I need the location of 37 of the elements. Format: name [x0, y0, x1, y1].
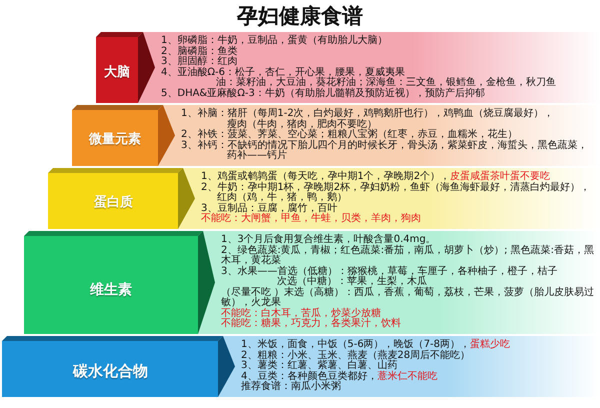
- band-text: 3、补钙：不缺钙的情况下胎儿四个月的时候长牙，骨头汤，紫菜虾皮，海蜇头，黑色蔬菜，: [181, 140, 588, 150]
- warning-text: 皮蛋咸蛋茶叶蛋不要吃: [450, 171, 550, 182]
- warning-text: 不能吃：糖果，巧克力，各类果汁，饮料: [221, 318, 401, 329]
- band-text: 3、豆制品：豆腐，腐竹，百叶: [201, 202, 338, 214]
- title: 孕妇健康食谱: [237, 3, 363, 29]
- band-text: 红肉（鸡，牛，猪，鸭，鹅）: [217, 192, 347, 203]
- band-text: 2、补铁：菠菜、荠菜、空心菜；粗粮八宝粥（红枣，赤豆，血糯米，花生）: [181, 129, 518, 140]
- band-text: 3、水果——首选（低糖）：猕猴桃，草莓，车厘子，各种柚子，橙子，桔子: [221, 266, 558, 276]
- band-text: 3、薯类：红薯、紫薯、白薯、山药: [241, 360, 398, 371]
- band-text: 2、粗粮：小米、玉米、燕麦（燕麦28周后不能吃）: [241, 350, 470, 360]
- band-text: 2、牛奶：孕中期1杯，孕晚期2杯，孕妇奶粉，鱼虾（海鱼海虾最好，清蒸白灼最好），: [201, 182, 590, 192]
- band-text: 3、胆固醇：红肉: [161, 56, 238, 67]
- band-text: 1、卵磷脂：牛奶，豆制品，蛋黄（有助胎儿大脑）: [161, 35, 388, 46]
- band-text: 2、脑磷脂：鱼类: [161, 46, 238, 56]
- band-text: 药补——钙片: [227, 150, 287, 161]
- band-text: 1、鸡蛋或鹌鹑蛋（每天吃，孕中期1个，孕晚期2个），: [201, 171, 450, 182]
- band-text: 1、3个月后食用复合维生素，叶酸含量0.4mg。: [221, 234, 436, 245]
- band-text: 推荐食谱：南瓜小米粥: [241, 381, 341, 392]
- tier-label: 蛋白质: [94, 196, 133, 211]
- band-text: 1、补脑：猪肝（每周1-2次，白灼最好，鸡鸭鹅肝也行），鸡鸭血（烧豆腐最好），: [181, 108, 554, 119]
- band-text: 2、绿色蔬菜:黄瓜，青椒；红色蔬菜:番茄，南瓜，胡萝卜（炒）; 黑色蔬菜:香菇，黑木耳，黄花菜: [221, 244, 594, 266]
- warning-text: 不能吃：大闸蟹，甲鱼，牛蛙，贝类，羊肉，狗肉: [201, 213, 421, 224]
- band-text: （尽量不吃 ）末选（高糖）：西瓜，香蕉，葡萄，荔枝，芒果，菠萝（胎儿皮肤易过敏），火龙果: [221, 286, 594, 308]
- band-text: 5、DHA&亚麻酸Ω-3：牛奶（有助胎儿髓鞘及预防近视），预防产后抑郁: [161, 88, 485, 98]
- tier-label: 碳水化合物: [73, 363, 148, 380]
- band-text: 4、豆类：各种颜色豆类都好，: [241, 370, 378, 382]
- band-text: 油：菜籽油，大豆油，葵花籽油；深海鱼：三文鱼，银鳕鱼，金枪鱼，秋刀鱼: [216, 77, 556, 88]
- band-text: 4、亚油酸Ω-6：松子，杏仁，开心果，腰果，夏威夷果: [161, 66, 405, 78]
- band-text: 瘦肉（牛肉，猪肉，肥肉不要吃）: [227, 118, 377, 130]
- warning-text: 不能吃：白木耳，苦瓜，炒菜少放糖: [221, 308, 381, 318]
- tier-label: 大脑: [104, 66, 130, 81]
- band-text: 1、米饭，面食，中饭（5-6两），晚饭（7-8两），: [241, 339, 470, 350]
- band-text: 次选（中糖）：苹果，生梨，木瓜: [277, 276, 427, 287]
- warning-text: 蛋糕少吃: [470, 339, 510, 350]
- tier-label: 微量元素: [89, 133, 141, 148]
- tier-label: 维生素: [90, 282, 132, 298]
- warning-text: 薏米仁不能吃: [377, 370, 438, 382]
